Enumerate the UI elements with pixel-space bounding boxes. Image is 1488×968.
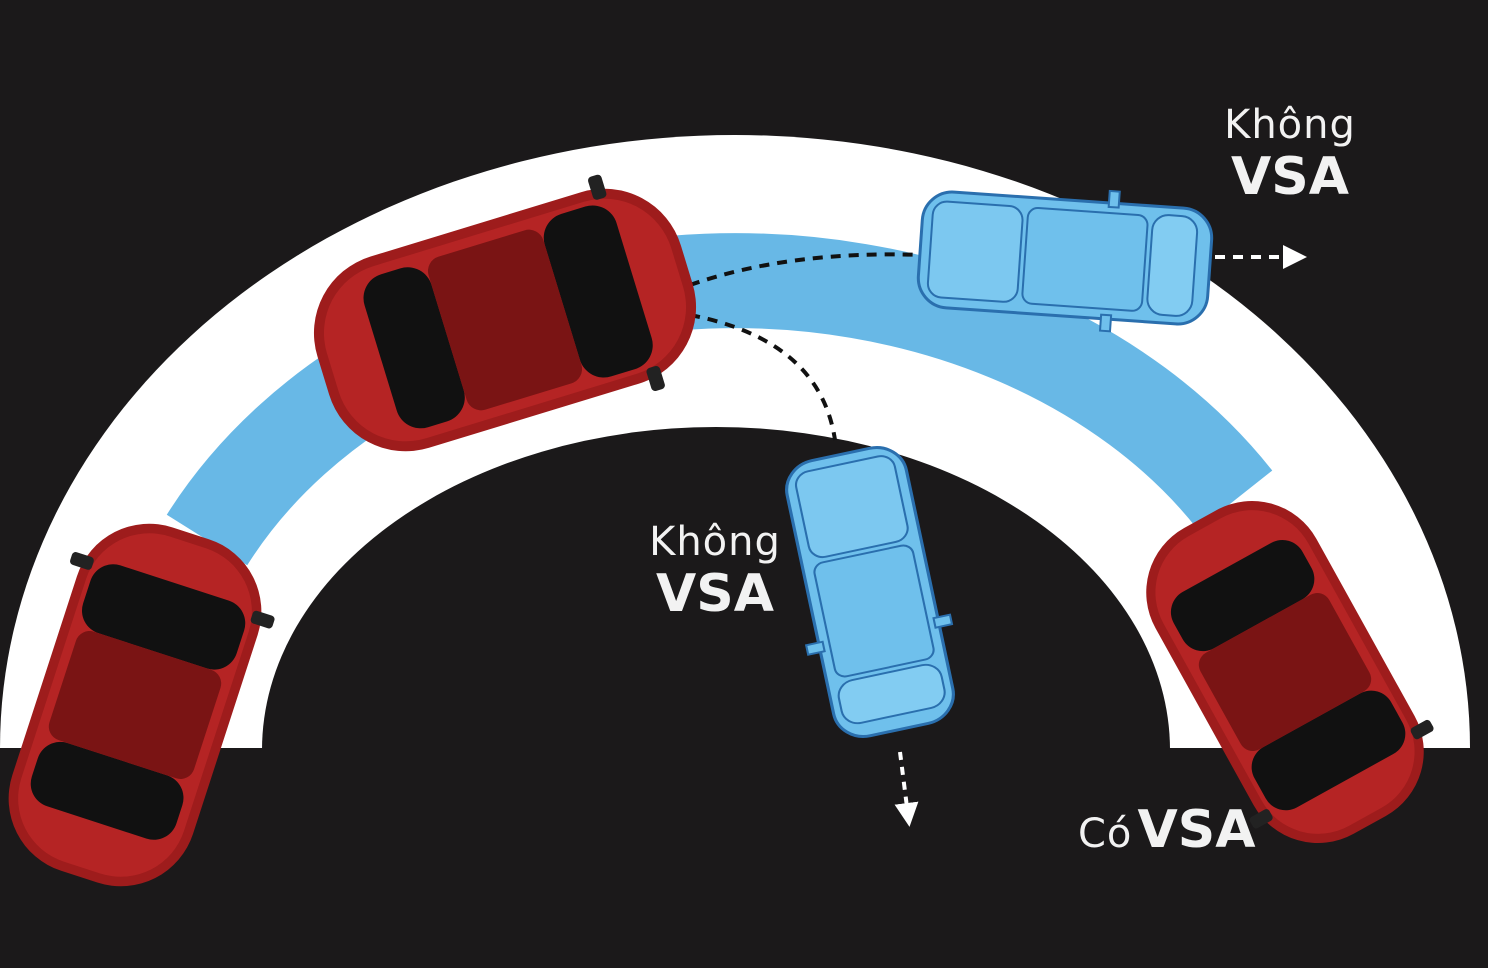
- label-with-vsa: Có VSA: [1078, 804, 1255, 856]
- label-no-vsa-middle: Không VSA: [630, 522, 800, 620]
- dashed-path-understeer: [689, 252, 926, 287]
- label-no-vsa-middle-line2: VSA: [656, 564, 774, 624]
- label-no-vsa-middle-line1: Không: [649, 519, 781, 565]
- arrow-down: [894, 751, 919, 827]
- label-with-vsa-main: VSA: [1137, 800, 1256, 860]
- label-no-vsa-top-line2: VSA: [1231, 147, 1349, 207]
- ideal-path-band: [166, 233, 1273, 566]
- label-no-vsa-top: Không VSA: [1205, 105, 1375, 203]
- label-no-vsa-top-line1: Không: [1224, 102, 1356, 148]
- label-with-vsa-prefix: Có: [1078, 811, 1133, 857]
- dashed-path-oversteer: [689, 313, 837, 441]
